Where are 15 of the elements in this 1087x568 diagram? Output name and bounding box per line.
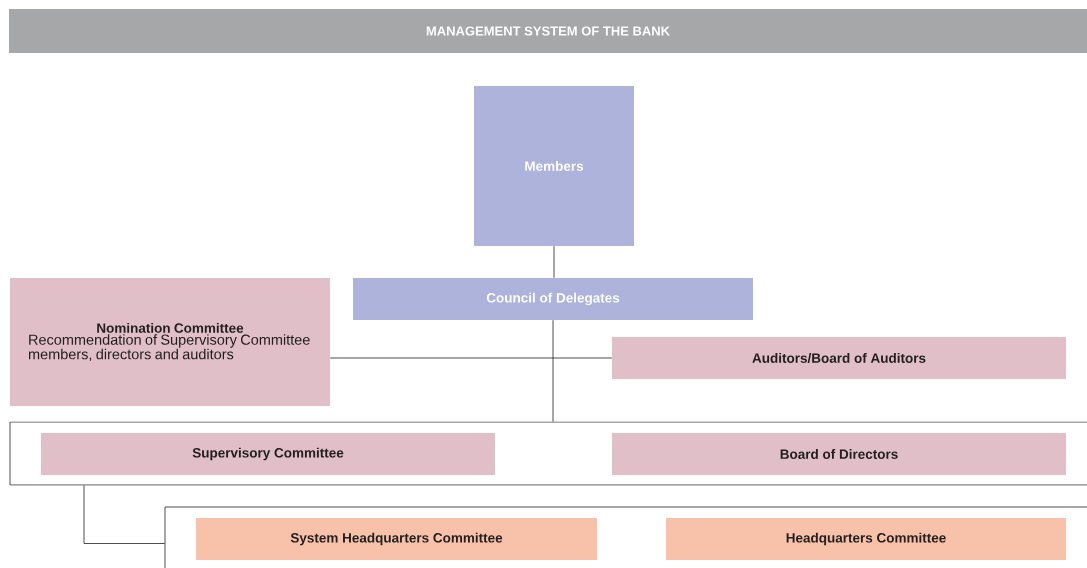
process-box: System Headquarters Committee <box>196 518 597 560</box>
title-band: MANAGEMENT SYSTEM OF THE BANK <box>9 9 1087 53</box>
process-box: Members <box>474 86 634 246</box>
connector <box>329 357 613 359</box>
connector <box>83 485 165 544</box>
connector <box>552 319 554 422</box>
group-box <box>9 421 1087 486</box>
group-box <box>164 506 1087 568</box>
process-box: Headquarters Committee <box>666 518 1066 560</box>
connector <box>553 245 555 279</box>
process-box: Board of Directors <box>612 433 1066 475</box>
process-box: Auditors/Board of Auditors <box>612 337 1066 379</box>
process-box: Nomination Committee Recommendation of Supervisory Committee members, directors and auditors <box>10 278 330 406</box>
process-box: Supervisory Committee <box>41 433 495 475</box>
process-box: Council of Delegates <box>353 278 753 320</box>
